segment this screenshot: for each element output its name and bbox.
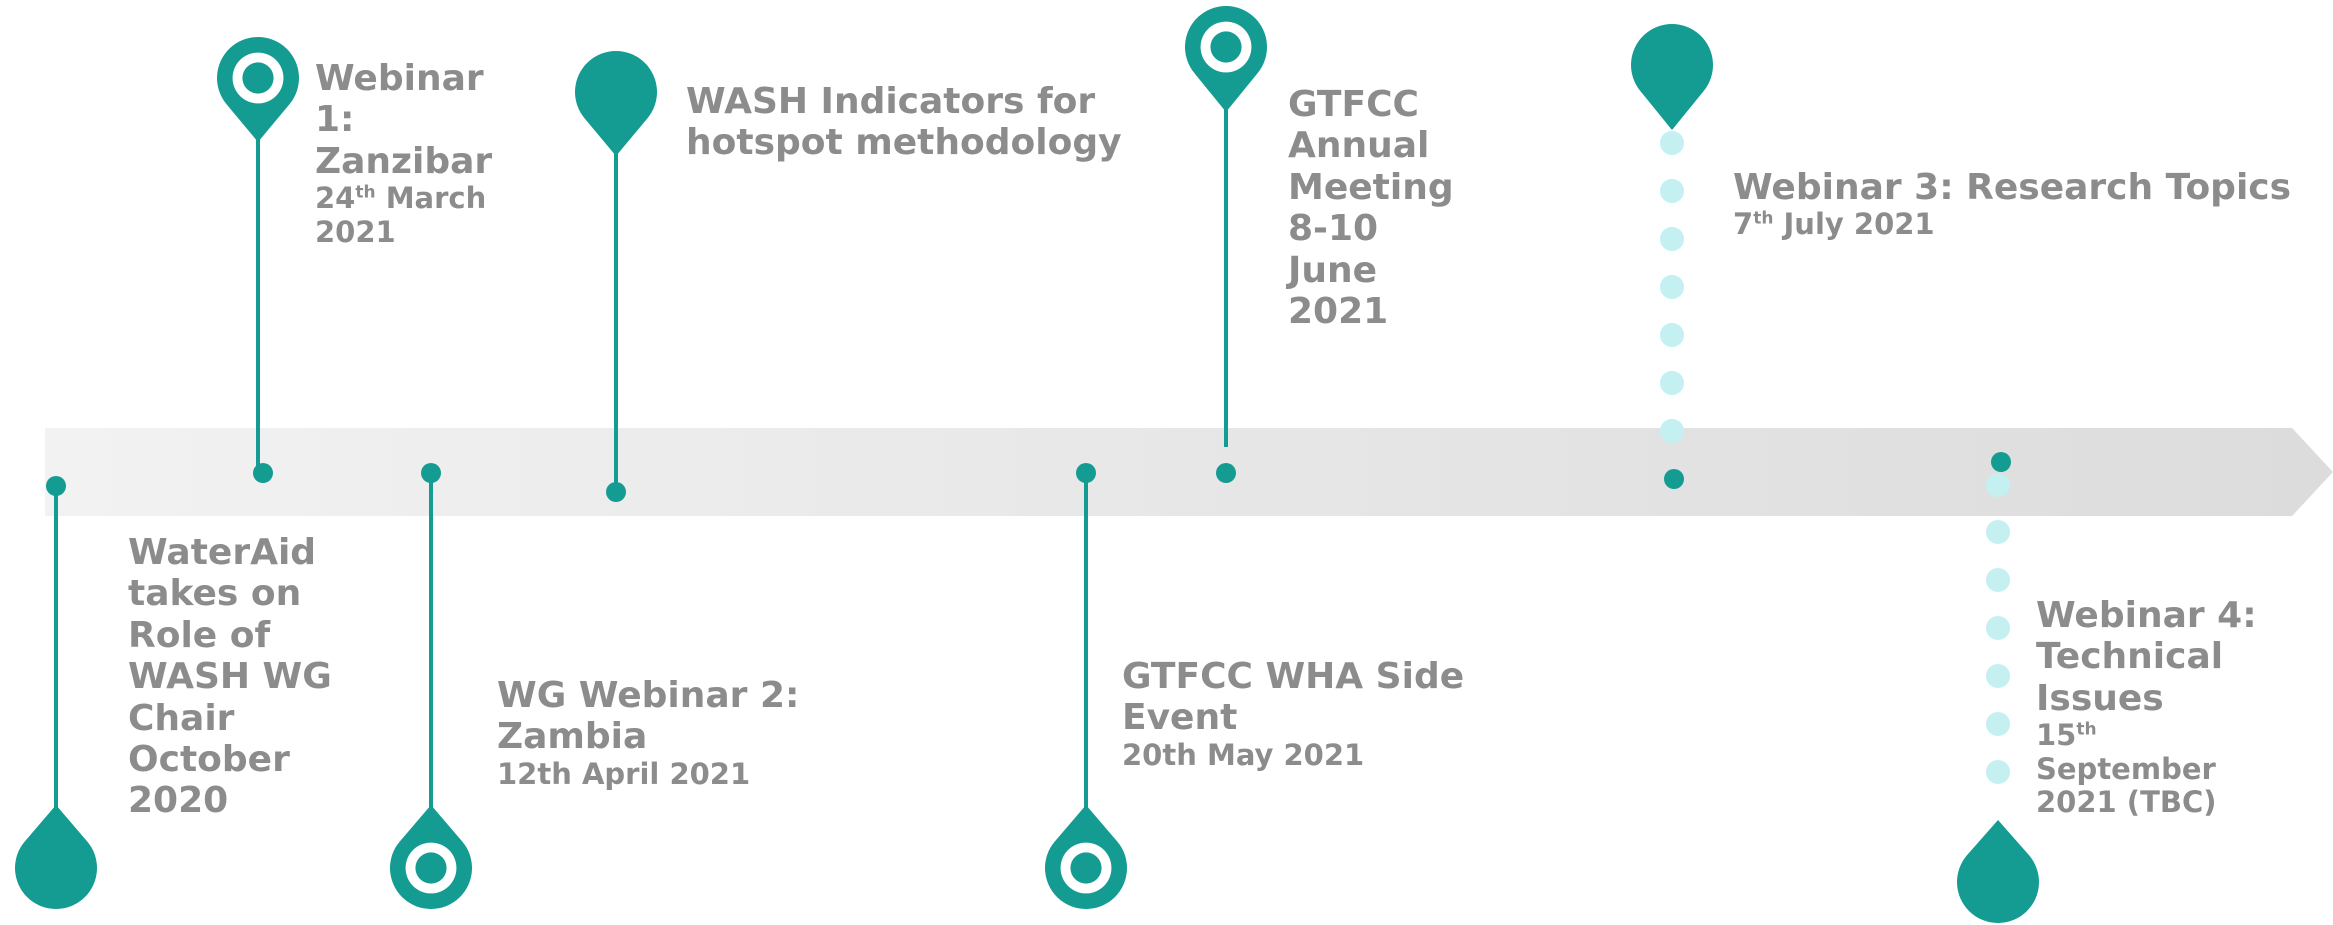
event-title-line: takes on xyxy=(128,573,302,615)
event-dotted-stem-webinar3 xyxy=(1660,371,1684,395)
event-dotted-stem-webinar3 xyxy=(1660,323,1684,347)
event-title-line: hotspot methodology xyxy=(686,122,1122,164)
event-label-webinar2: WG Webinar 2:Zambia 12th April 2021 xyxy=(497,675,800,791)
event-pin-wash-indicators xyxy=(575,50,657,156)
event-title-line: GTFCC xyxy=(1288,84,1419,125)
event-dotted-stem-webinar3 xyxy=(1660,419,1684,443)
event-title-line: Annual xyxy=(1288,125,1430,167)
event-title-line: WG Webinar 2: xyxy=(497,675,800,716)
event-title-line: GTFCC WHA Side xyxy=(1122,656,1465,697)
event-label-webinar3: Webinar 3: Research Topics 7th July 2021 xyxy=(1733,167,2292,242)
event-pin-webinar2-center xyxy=(415,852,447,884)
event-dotted-stem-webinar4 xyxy=(1986,616,2010,640)
event-title-line: Meeting xyxy=(1288,166,1454,208)
event-title-line: Chair xyxy=(128,697,235,739)
event-title-line: WaterAid xyxy=(128,532,317,573)
event-title-line: Webinar xyxy=(315,58,484,99)
event-title-line: WASH Indicators for xyxy=(686,81,1096,122)
event-title-line: 2020 xyxy=(128,780,229,822)
event-dot-webinar4 xyxy=(1991,452,2011,472)
event-dotted-stem-webinar3 xyxy=(1660,179,1684,203)
event-title-line: Zambia xyxy=(497,716,648,758)
event-title-line: Technical xyxy=(2036,636,2224,678)
event-title-line: Webinar 4: xyxy=(2036,595,2257,636)
event-title-line: Event xyxy=(1122,697,1238,739)
event-title-line: 2021 xyxy=(1288,290,1389,332)
event-dot-gtfcc-annual xyxy=(1216,463,1236,483)
event-dotted-stem-webinar4 xyxy=(1986,568,2010,592)
event-title-line: 8-10 xyxy=(1288,208,1379,250)
event-pin-wateraid xyxy=(15,805,97,909)
event-dotted-stem-webinar3 xyxy=(1660,131,1684,155)
event-title-line: Webinar 3: Research Topics xyxy=(1733,167,2292,208)
event-title-line: WASH WG xyxy=(128,656,332,698)
timeline-arrow xyxy=(45,428,2333,516)
event-title-line: Role of xyxy=(128,614,271,656)
event-title-line: June xyxy=(1288,249,1378,291)
event-dotted-stem-webinar3 xyxy=(1660,275,1684,299)
event-pin-webinar3 xyxy=(1630,23,1713,130)
event-dot-webinar3 xyxy=(1664,469,1684,489)
event-dotted-stem-webinar4 xyxy=(1986,664,2010,688)
event-dotted-stem-webinar4 xyxy=(1986,473,2010,497)
event-pin-wha-side-event-center xyxy=(1070,852,1102,884)
event-pin-gtfcc-annual-center xyxy=(1210,31,1242,63)
event-pin-webinar1-center xyxy=(242,62,274,94)
event-dotted-stem-webinar4 xyxy=(1986,760,2010,784)
event-title-line: October xyxy=(128,738,290,780)
event-title-line: Issues xyxy=(2036,677,2164,719)
event-dotted-stem-webinar3 xyxy=(1660,227,1684,251)
event-dotted-stem-webinar4 xyxy=(1986,712,2010,736)
event-title-line: 1: xyxy=(315,99,355,141)
event-title-line: Zanzibar xyxy=(315,140,493,182)
event-dotted-stem-webinar4 xyxy=(1986,520,2010,544)
event-pin-webinar4 xyxy=(1956,820,2039,923)
